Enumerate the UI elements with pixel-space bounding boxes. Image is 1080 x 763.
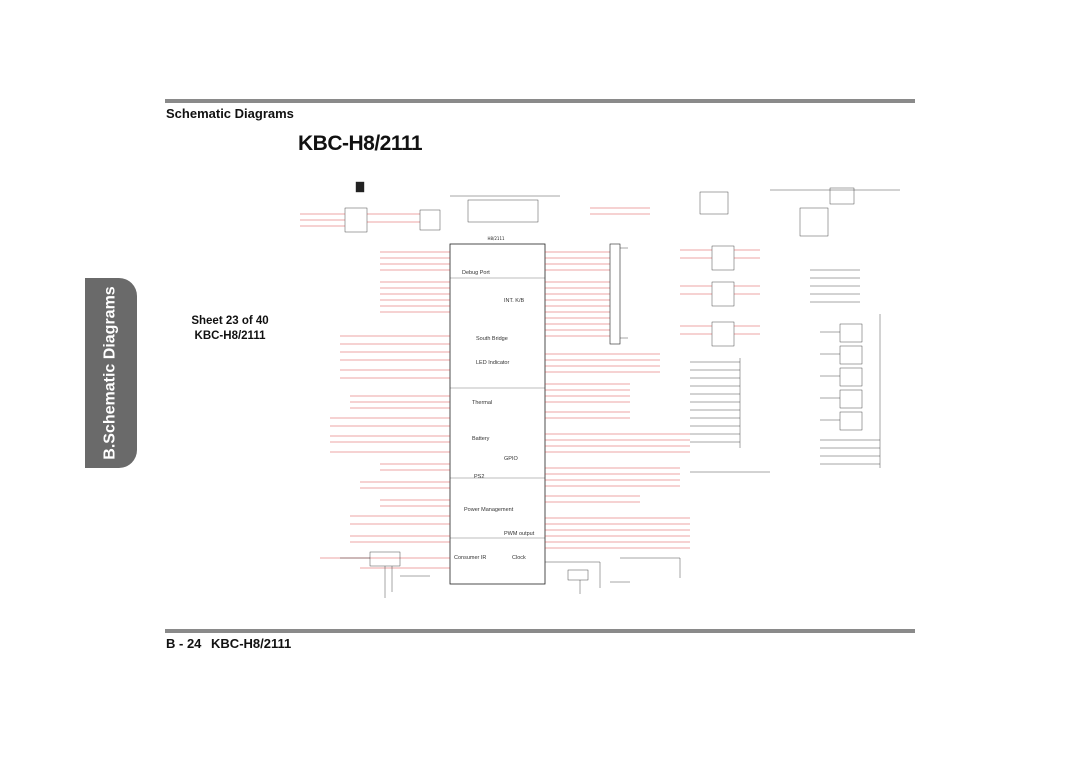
- kbc-ic-body: H8/2111: [449, 236, 546, 585]
- left-pin-wires: [320, 251, 450, 569]
- footer-page-number: B - 24: [166, 636, 202, 651]
- label-led-indicator: LED Indicator: [476, 360, 509, 366]
- side-tab-label: B.Schematic Diagrams: [102, 286, 119, 460]
- footer-rule: [165, 629, 915, 633]
- footer-title: KBC-H8/2111: [211, 636, 292, 651]
- label-pwm-output: PWM output: [504, 531, 535, 537]
- label-gpio: GPIO: [504, 456, 518, 462]
- label-int-kb: INT. K/B: [504, 298, 525, 304]
- keyboard-connector: [609, 243, 628, 345]
- signal-arrows: [810, 269, 860, 303]
- pullup-resistors: [690, 358, 770, 473]
- label-clock: Clock: [512, 555, 526, 561]
- label-battery: Battery: [472, 436, 490, 442]
- clock-crystal: [545, 557, 681, 594]
- footer: B - 24 KBC-H8/2111: [166, 636, 297, 651]
- sheet-number: Sheet 23 of 40: [191, 315, 269, 327]
- sheet-info: Sheet 23 of 40 KBC-H8/2111: [184, 314, 276, 344]
- label-debug-port: Debug Port: [462, 270, 490, 276]
- label-power-management: Power Management: [464, 507, 514, 513]
- section-header-title: Schematic Diagrams: [166, 106, 294, 121]
- top-left-components: [300, 181, 560, 233]
- top-right-components: [590, 187, 900, 347]
- label-consumer-ir: Consumer IR: [454, 555, 486, 561]
- mosfet-column: [820, 314, 881, 468]
- header-rule: [165, 99, 915, 103]
- right-pin-wires: [545, 251, 690, 549]
- sheet-name: KBC-H8/2111: [194, 330, 266, 342]
- side-tab: B.Schematic Diagrams: [85, 278, 137, 468]
- schematic-drawing: H8/2111 Debug Port INT. K/B South Bridge…: [300, 181, 900, 598]
- label-thermal: Thermal: [472, 400, 492, 406]
- label-ps2: PS2: [474, 474, 484, 480]
- label-south-bridge-1: South Bridge: [476, 336, 508, 342]
- bottom-left-components: [340, 551, 430, 598]
- diagram-title: KBC-H8/2111: [298, 132, 423, 155]
- kbc-ic-label: H8/2111: [487, 236, 505, 241]
